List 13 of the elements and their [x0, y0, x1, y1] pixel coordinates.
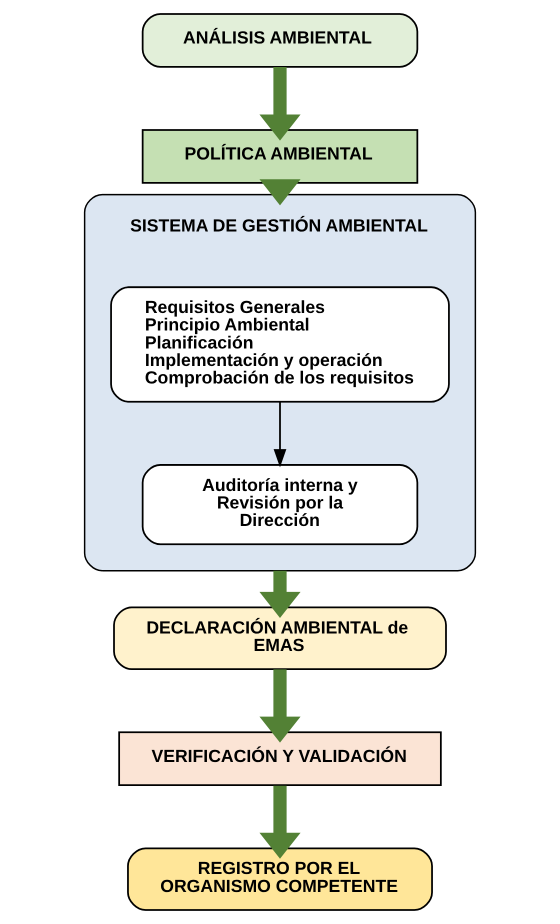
arrow [259, 669, 301, 743]
node-box: Requisitos Generales Principio Ambiental Planificación Implementación y operación Comprobación de los requisitos [110, 286, 450, 403]
node-box: DECLARACIÓN AMBIENTAL de EMAS [113, 606, 447, 670]
node-box: POLÍTICA AMBIENTAL [142, 129, 418, 184]
node-box: VERIFICACIÓN Y VALIDACIÓN [118, 731, 442, 786]
node-box: REGISTRO POR EL ORGANISMO COMPETENTE [127, 847, 433, 911]
arrow [259, 179, 301, 206]
arrow [259, 786, 301, 859]
arrow [259, 66, 301, 141]
arrow [259, 570, 301, 618]
node-box: ANÁLISIS AMBIENTAL [142, 13, 418, 68]
arrow [274, 402, 286, 468]
node-box: Auditoría interna y Revisión por la Dirección [142, 464, 418, 546]
